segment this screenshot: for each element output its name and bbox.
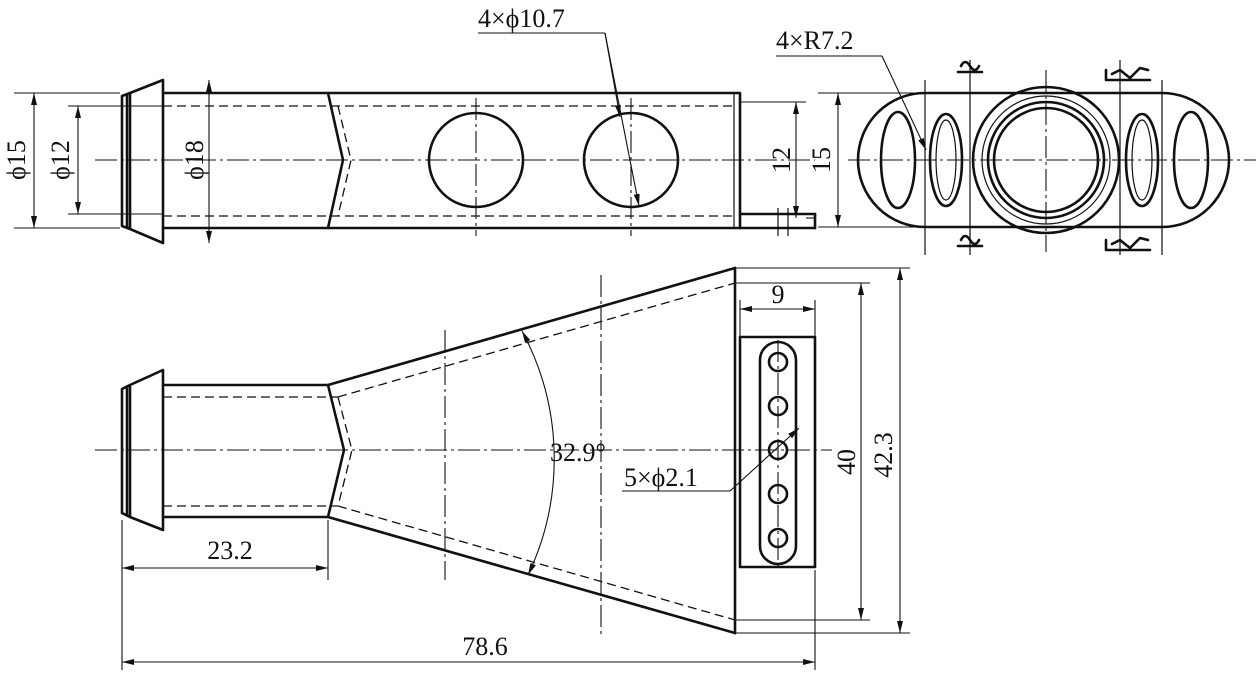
dim-phi15: ϕ15 bbox=[2, 92, 120, 229]
cut-symbol-bottom-right bbox=[1104, 236, 1152, 252]
dim-len23: 23.2 bbox=[121, 520, 329, 670]
dim-radius-callout: 4×R7.2 bbox=[776, 26, 927, 151]
dim-len23-label: 23.2 bbox=[207, 536, 253, 565]
dim-radius-callout-label: 4×R7.2 bbox=[776, 26, 854, 55]
dim-angle-label: 32.9° bbox=[550, 438, 606, 467]
dim-span40-label: 40 bbox=[832, 449, 861, 475]
front-cone-top bbox=[326, 266, 737, 387]
top-view: ϕ15 ϕ12 ϕ18 4×ϕ10.7 12 bbox=[2, 4, 817, 245]
dim-hole-callout: 4×ϕ10.7 bbox=[478, 4, 640, 207]
front-hidden-kink bbox=[337, 396, 353, 507]
dim-width12: 12 bbox=[740, 101, 815, 219]
dim-width12-label: 12 bbox=[767, 147, 796, 173]
front-cone-hidden-bottom bbox=[337, 505, 736, 621]
dim-holes-callout: 5×ϕ2.1 bbox=[622, 427, 800, 492]
dim-phi12: ϕ12 bbox=[46, 105, 163, 215]
front-cone-bottom bbox=[326, 515, 737, 635]
dim-span42-label: 42.3 bbox=[869, 432, 898, 478]
cut-symbol-top-left bbox=[956, 60, 984, 74]
dim-phi18: ϕ18 bbox=[180, 80, 212, 243]
dim-width15-label: 15 bbox=[807, 147, 836, 173]
dim-len78-label: 78.6 bbox=[462, 632, 508, 661]
dim-hole-callout-label: 4×ϕ10.7 bbox=[478, 4, 565, 33]
end-view: 15 4×R7.2 bbox=[776, 26, 1256, 255]
dim-angle: 32.9° bbox=[521, 330, 606, 576]
dim-width15: 15 bbox=[807, 92, 925, 228]
front-transition-kink bbox=[326, 383, 346, 519]
top-hidden-kink bbox=[337, 105, 352, 217]
dim-len78: 78.6 bbox=[122, 570, 816, 670]
front-cone-hidden-top bbox=[337, 282, 736, 398]
dim-span40: 40 bbox=[735, 282, 870, 621]
cut-symbol-top-right bbox=[1104, 66, 1152, 82]
dim-holes-callout-label: 5×ϕ2.1 bbox=[624, 463, 698, 492]
dim-plate-width: 9 bbox=[739, 280, 816, 337]
top-flange-outline bbox=[120, 78, 165, 245]
cut-symbol-bottom-left bbox=[956, 234, 984, 248]
front-view: 32.9° 5×ϕ2.1 9 40 42.3 bbox=[95, 266, 910, 670]
dim-phi18-label: ϕ18 bbox=[180, 140, 209, 180]
dim-plate-width-label: 9 bbox=[772, 280, 785, 309]
dim-phi15-label: ϕ15 bbox=[2, 140, 31, 180]
dim-span42: 42.3 bbox=[735, 267, 910, 634]
dim-phi12-label: ϕ12 bbox=[46, 140, 75, 180]
